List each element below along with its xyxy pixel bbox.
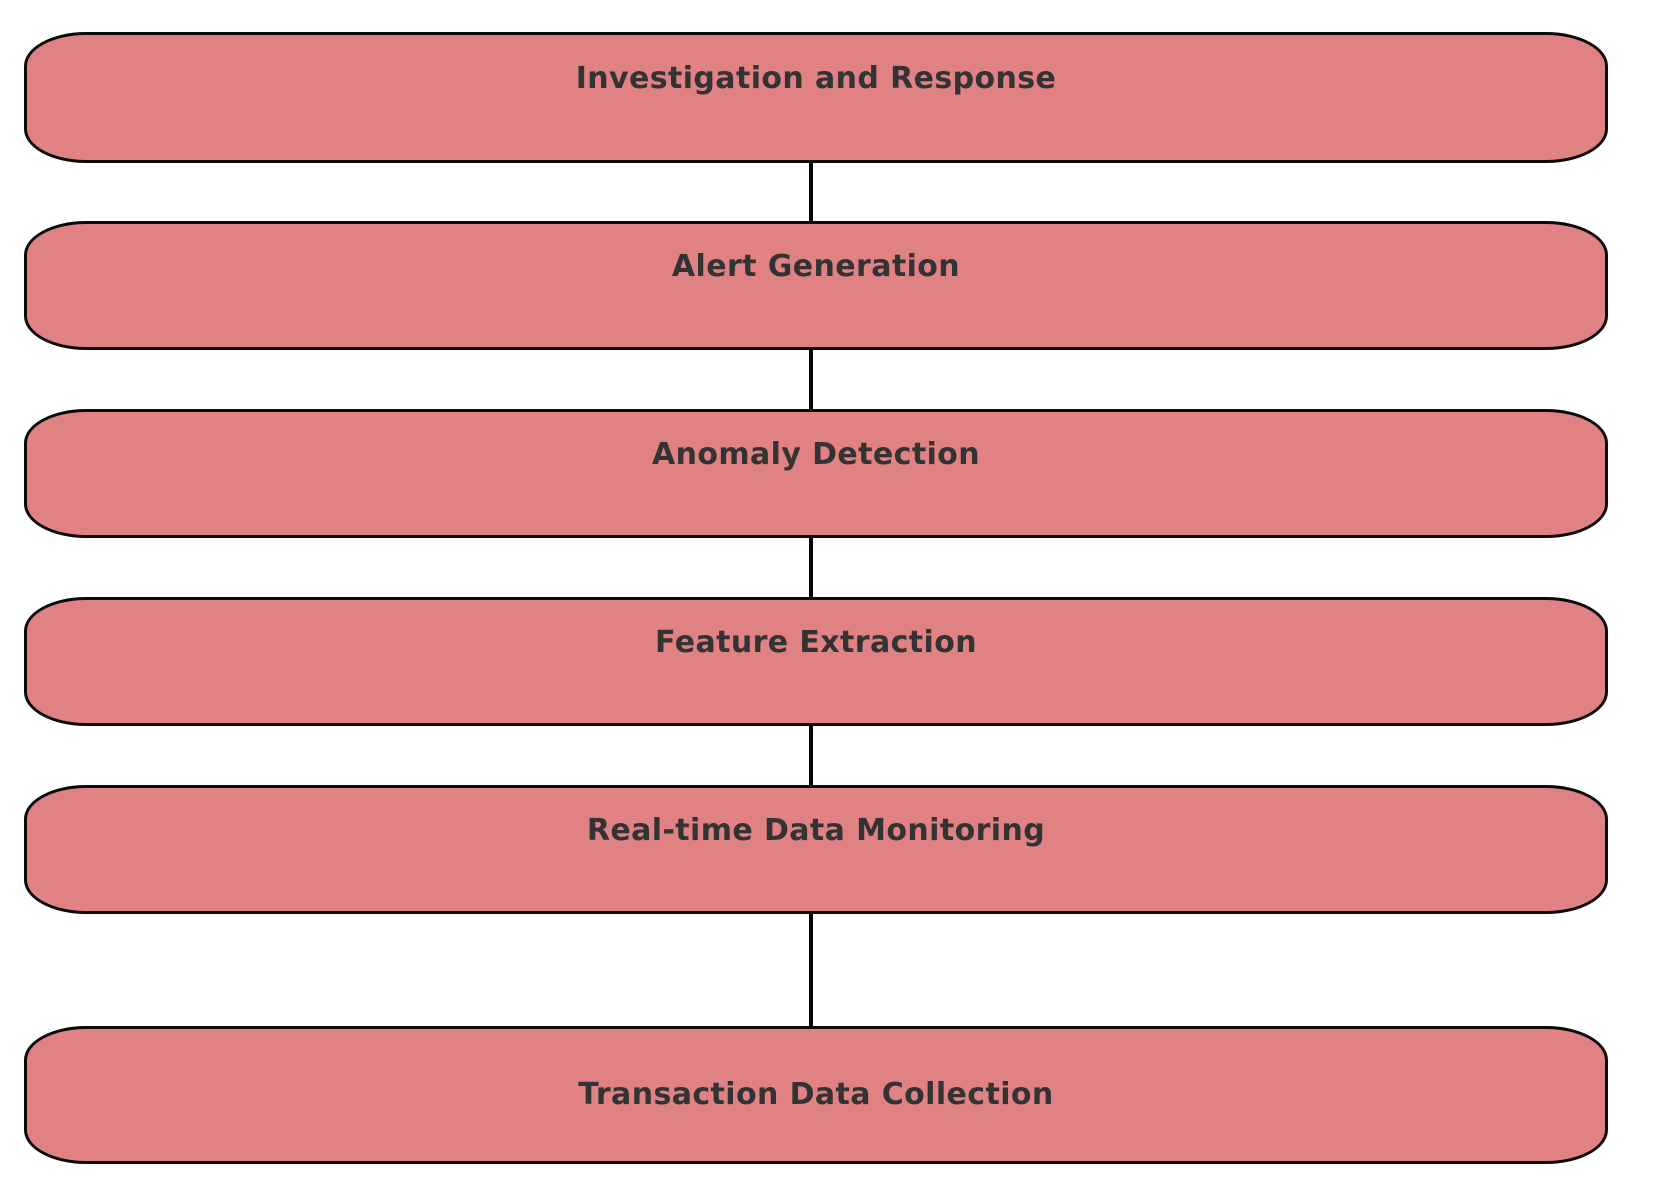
node-investigation-and-response[interactable]: Investigation and Response — [24, 32, 1608, 163]
node-alert-generation[interactable]: Alert Generation — [24, 221, 1608, 350]
node-label: Alert Generation — [671, 248, 961, 284]
node-label: Anomaly Detection — [651, 436, 981, 472]
node-label: Feature Extraction — [655, 624, 977, 660]
node-transaction-data-collection[interactable]: Transaction Data Collection — [24, 1026, 1608, 1164]
node-feature-extraction[interactable]: Feature Extraction — [24, 597, 1608, 726]
node-real-time-data-monitoring[interactable]: Real-time Data Monitoring — [24, 785, 1608, 914]
node-label: Investigation and Response — [575, 60, 1057, 96]
node-anomaly-detection[interactable]: Anomaly Detection — [24, 409, 1608, 538]
node-label: Transaction Data Collection — [578, 1077, 1054, 1112]
node-label: Real-time Data Monitoring — [586, 812, 1046, 848]
